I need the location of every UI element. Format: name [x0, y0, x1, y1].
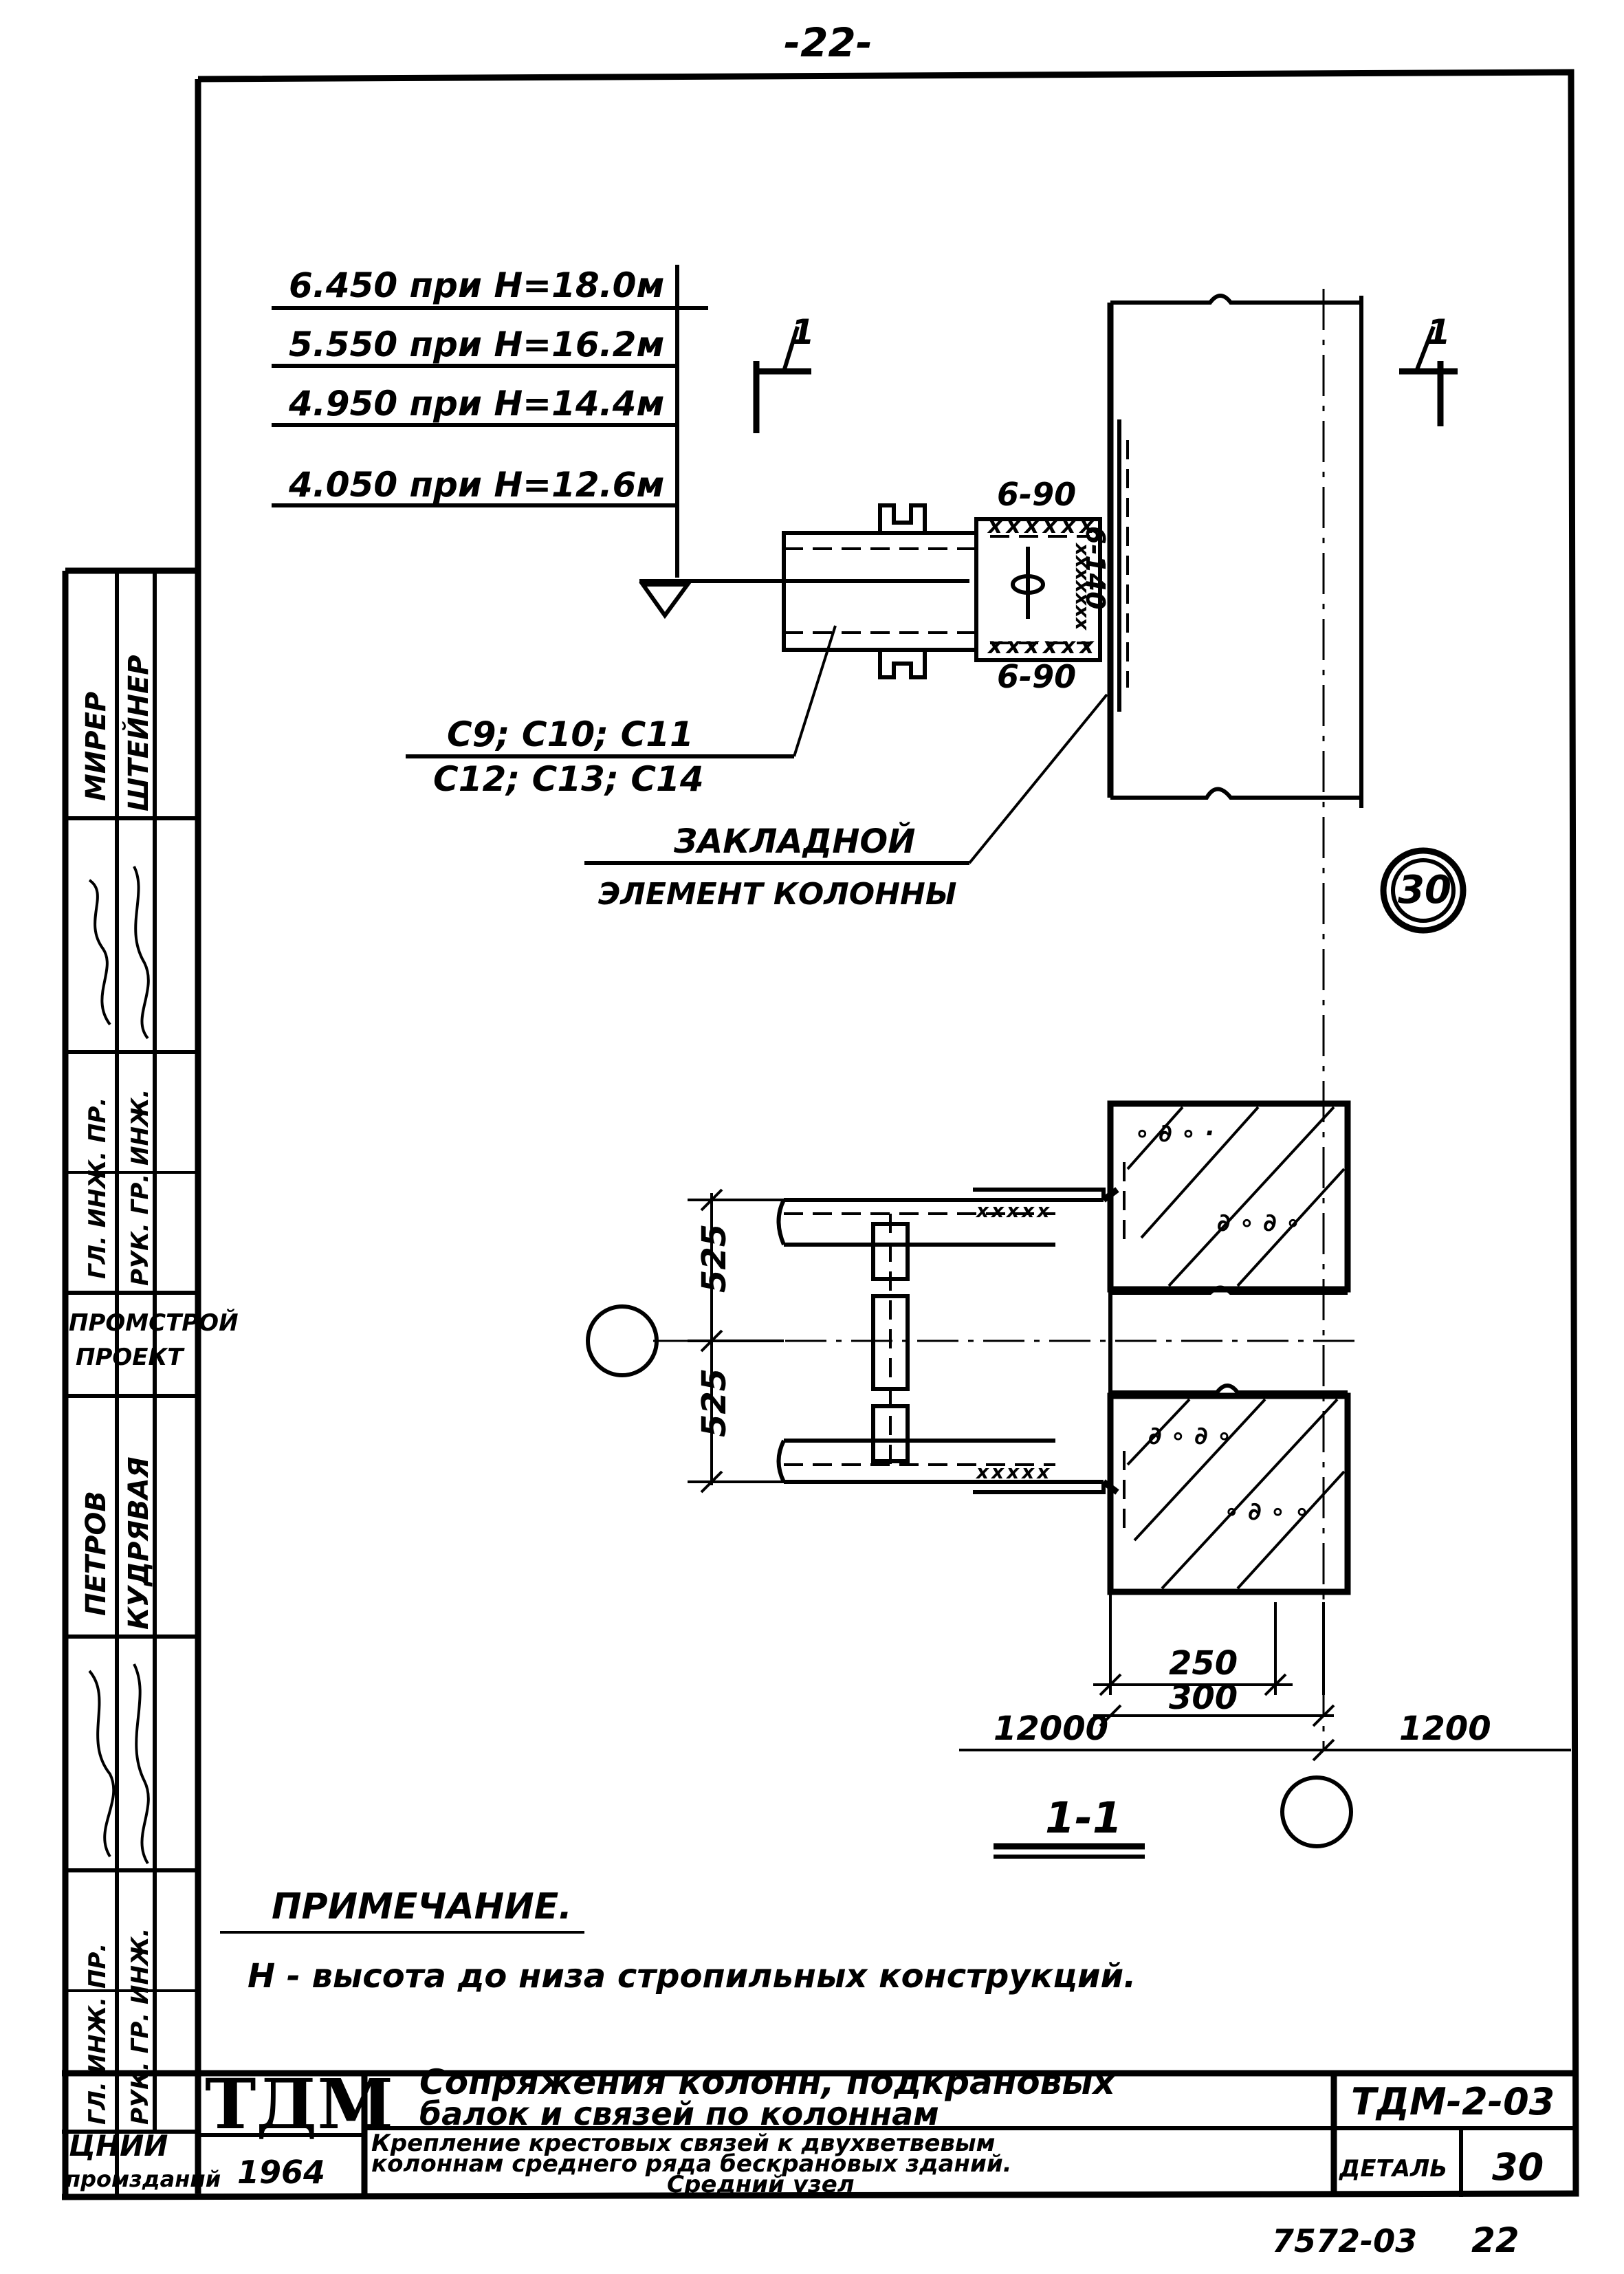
svg-text:1: 1: [1427, 312, 1451, 352]
dim-span-right: 1200: [1399, 1709, 1491, 1748]
connection-labels: С9; С10; С11 С12; С13; С14: [406, 714, 794, 799]
title-sub-1: Крепление крестовых связей к двухветвевы…: [371, 2130, 995, 2157]
sheet-number: 22: [1471, 2220, 1519, 2260]
section-1-1: ∘ ∂ ∘ · ∂ ∘ ∂ ∘ ∂ ∘ ∂ ∘ ∘ ∂ ∘ ∘ xxxxx xx…: [586, 1100, 1571, 1859]
title-sub-2: колоннам среднего ряда бескрановых здани…: [371, 2150, 1012, 2178]
note: ПРИМЕЧАНИЕ. H - высота до низа стропильн…: [220, 1886, 1136, 1996]
signature-3: [88, 1670, 116, 1858]
elevation-3: 4.950 при H=14.4м: [288, 384, 664, 424]
svg-text:xxxxxx: xxxxxx: [987, 512, 1098, 538]
stamp-role-4: РУК. ГР. ИНЖ.: [127, 1928, 154, 2125]
section-title: 1-1: [1045, 1793, 1122, 1843]
dim-column-outer: 300: [1169, 1679, 1238, 1717]
stamp-role-1: ГЛ. ИНЖ. ПР.: [84, 1097, 111, 1279]
title-inst-2: промзданий: [65, 2166, 221, 2192]
svg-text:xxxxxx: xxxxxx: [987, 633, 1098, 659]
svg-text:30: 30: [1398, 868, 1451, 912]
embed-element-label: ЗАКЛАДНОЙ ЭЛЕМЕНТ КОЛОННЫ: [584, 822, 969, 912]
svg-text:∂ ∘ ∂ ∘: ∂ ∘ ∂ ∘: [1217, 1209, 1301, 1237]
side-stamp: ГЛ. ИНЖ. ПР. РУК. ГР. ИНЖ. ГЛ. ИНЖ. ПР. …: [62, 567, 239, 2197]
stamp-org-2: ПРОЕКТ: [76, 1344, 185, 1371]
upper-column-node: xxxxxx xxxxxx xxxxxxx 6-90 6-90 6-140: [782, 289, 1363, 1750]
page-number: -22-: [784, 19, 873, 66]
svg-text:xxxxxxx: xxxxxxx: [1071, 542, 1094, 631]
title-block: ТДМ 1964 ЦНИИ промзданий Сопряжения коло…: [62, 2062, 1576, 2198]
svg-text:∂ ∘ ∂ ∘: ∂ ∘ ∂ ∘: [1148, 1422, 1232, 1450]
weld-label-side: 6-140: [1080, 526, 1110, 610]
svg-text:xxxxx: xxxxx: [975, 1199, 1052, 1222]
sheet-ref: 7572-03: [1272, 2222, 1417, 2260]
svg-text:1: 1: [791, 312, 815, 352]
section-cut-right: 1: [1399, 312, 1458, 426]
stamp-name-2: ШТЕЙНЕР: [122, 655, 155, 811]
svg-text:ЗАКЛАДНОЙ: ЗАКЛАДНОЙ: [673, 822, 915, 861]
detail-mark: 30: [1380, 847, 1467, 934]
title-main-1: Сопряжения колонн, подкрановых: [419, 2062, 1116, 2102]
sheet-frame: [61, 69, 1579, 2200]
svg-text:xxxxx: xxxxx: [975, 1461, 1052, 1483]
stamp-org-1: ПРОМСТРОЙ: [69, 1309, 239, 1337]
title-year: 1964: [237, 2154, 325, 2191]
title-main-2: балок и связей по колоннам: [419, 2095, 939, 2132]
svg-text:ЭЛЕМЕНТ КОЛОННЫ: ЭЛЕМЕНТ КОЛОННЫ: [598, 877, 956, 912]
connection-label-2: С12; С13; С14: [433, 759, 704, 799]
stamp-name-3: ПЕТРОВ: [80, 1491, 112, 1616]
elevation-2: 5.550 при H=16.2м: [289, 325, 664, 364]
elevation-1: 6.450 при H=18.0м: [289, 265, 664, 305]
title-detail-number: 30: [1492, 2145, 1544, 2189]
title-sub-3: Средний узел: [667, 2171, 855, 2198]
stamp-role-2: РУК. ГР. ИНЖ.: [127, 1089, 154, 1286]
signature-4: [133, 1663, 150, 1865]
title-detail-label: ДЕТАЛЬ: [1339, 2155, 1447, 2183]
title-code: ТДМ-2-03: [1351, 2080, 1555, 2123]
stamp-name-1: МИРЕР: [80, 692, 112, 801]
weld-label-top: 6-90: [997, 476, 1076, 513]
weld-label-bottom: 6-90: [997, 658, 1076, 695]
dim-upper-offset: 525: [695, 1224, 734, 1293]
svg-text:∘ ∂ ∘ ∘: ∘ ∂ ∘ ∘: [1224, 1498, 1310, 1526]
stamp-name-4: КУДРЯВАЯ: [123, 1456, 155, 1630]
dim-column-inner: 250: [1169, 1644, 1238, 1683]
note-text: H - высота до низа стропильных конструкц…: [248, 1957, 1136, 1996]
signature-2: [133, 866, 150, 1040]
section-cut-left: 1: [753, 312, 815, 433]
dim-span-left: 12000: [994, 1709, 1108, 1748]
svg-text:∘ ∂ ∘ ·: ∘ ∂ ∘ ·: [1134, 1119, 1214, 1148]
logo: ТДМ: [205, 2064, 393, 2145]
title-inst-1: ЦНИИ: [69, 2129, 168, 2163]
axis-marker-bottom: [1280, 1775, 1353, 1848]
elevation-4: 4.050 при H=12.6м: [288, 465, 664, 505]
connection-label-1: С9; С10; С11: [447, 714, 694, 754]
elevation-table: 6.450 при H=18.0м 5.550 при H=16.2м 4.95…: [272, 265, 969, 620]
note-title: ПРИМЕЧАНИЕ.: [272, 1886, 572, 1927]
signature-1: [88, 879, 111, 1026]
axis-marker-left: [586, 1304, 659, 1377]
stamp-role-3: ГЛ. ИНЖ. ПР.: [84, 1943, 111, 2125]
dim-lower-offset: 525: [695, 1368, 734, 1437]
